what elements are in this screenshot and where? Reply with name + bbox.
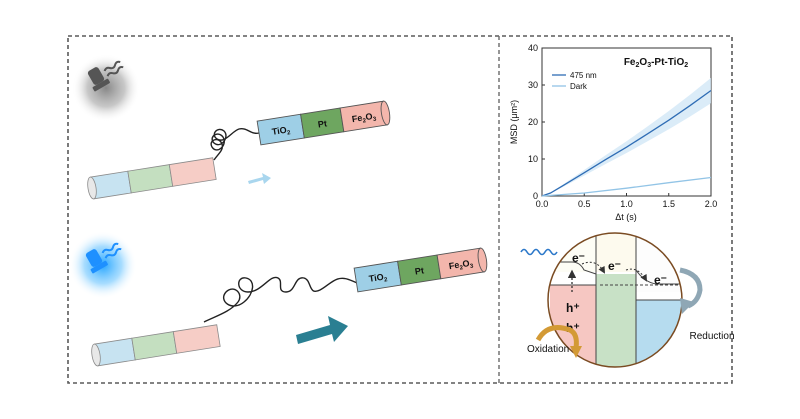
rod-start-light	[91, 324, 221, 367]
outer-frame	[67, 35, 733, 384]
label-pt: Pt	[317, 118, 327, 129]
x-tick-label: 0.5	[578, 199, 591, 209]
x-tick-label: 0.0	[536, 199, 549, 209]
electron-label-2: e⁻	[608, 259, 621, 273]
dark-condition-group	[72, 54, 140, 122]
electron-label-3: e⁻	[654, 273, 667, 287]
y-tick-label: 40	[528, 43, 538, 53]
transfer-arrow-1	[581, 261, 605, 274]
y-axis-label: MSD (μm²)	[509, 100, 519, 144]
rod-segment-pt	[127, 164, 174, 194]
tio2-valence-region	[636, 300, 682, 367]
speed-arrow-small	[248, 173, 271, 184]
legend: 475 nm Dark	[552, 71, 597, 91]
pt-region	[596, 274, 636, 367]
oxidation-label: Oxidation	[527, 344, 569, 355]
rod-end-light: TiO2 Pt Fe2O3	[353, 247, 488, 293]
light-condition-group	[69, 231, 137, 299]
grey-glow	[72, 54, 140, 122]
hole-label-1: h⁺	[566, 301, 580, 315]
rod-segment-fe2o3	[436, 247, 485, 280]
light-on-icon	[85, 242, 122, 274]
chart-title: Fe2O3-Pt-TiO2	[624, 57, 688, 69]
speed-arrow-large	[296, 316, 348, 344]
photon-wave	[520, 248, 558, 256]
legend-label-475nm: 475 nm	[570, 71, 597, 80]
rod-segment-fe2o3	[168, 157, 217, 187]
rod-end-dark: TiO2 Pt Fe2O3	[256, 100, 391, 146]
x-axis-ticks: 0.0 0.5 1.0 1.5 2.0	[536, 193, 718, 209]
rod-segment-pt	[131, 331, 178, 361]
y-tick-label: 20	[528, 117, 538, 127]
trajectory-light	[203, 276, 373, 323]
rod-segment-fe2o3	[172, 324, 221, 354]
reduction-label: Reduction	[689, 331, 734, 342]
y-tick-label: 30	[528, 80, 538, 90]
plot-area	[541, 47, 712, 197]
x-axis-label: Δt (s)	[615, 212, 637, 222]
x-tick-label: 1.5	[662, 199, 675, 209]
mechanism-diagram: e⁻ e⁻ e⁻ h⁺ h⁺ Oxidation Reduction	[520, 232, 735, 368]
series-dark-line	[541, 176, 712, 197]
series-475nm-error-band	[542, 77, 711, 196]
light-off-icon	[87, 60, 124, 92]
series-475nm-line	[541, 89, 712, 197]
y-tick-label: 0	[533, 191, 538, 201]
rod-start-dark	[87, 157, 217, 200]
label-pt: Pt	[414, 265, 424, 276]
y-tick-label: 10	[528, 154, 538, 164]
rod-segment-fe2o3	[339, 100, 388, 133]
electron-label-1: e⁻	[572, 251, 585, 265]
transfer-arrow-2	[625, 268, 647, 282]
trajectory-dark	[210, 125, 276, 161]
reduction-arrow	[679, 267, 703, 309]
legend-label-dark: Dark	[570, 82, 588, 91]
x-tick-label: 1.0	[620, 199, 633, 209]
x-tick-label: 2.0	[705, 199, 718, 209]
oxidation-arrow	[535, 325, 579, 349]
